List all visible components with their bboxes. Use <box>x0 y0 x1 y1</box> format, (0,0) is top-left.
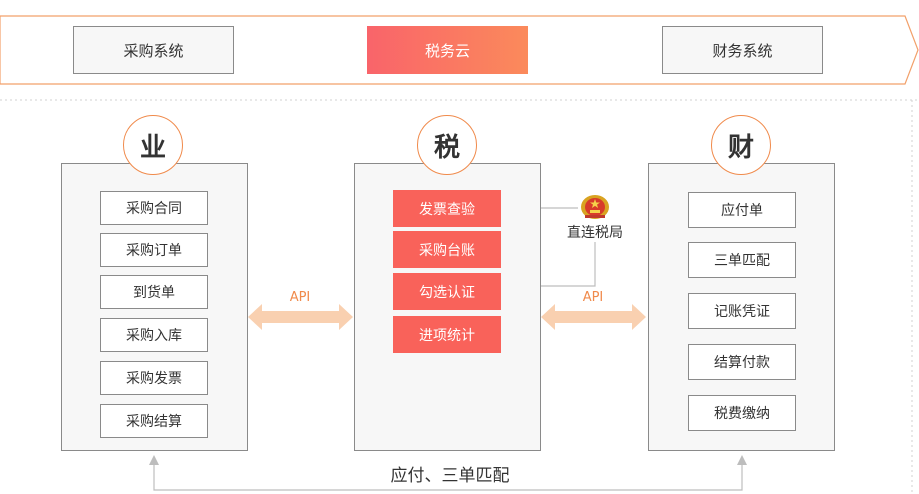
business-title: 业 <box>139 132 166 163</box>
business-item-delivery: 到货单 <box>100 275 208 309</box>
api-label-left: API <box>289 290 311 305</box>
item-label: 采购结算 <box>126 414 182 430</box>
tax-cloud-label: 税务云 <box>424 41 470 60</box>
tax-item-verify: 发票查验 <box>393 190 501 227</box>
item-label: 税费缴纳 <box>714 406 770 422</box>
finance-item-match: 三单匹配 <box>688 242 796 278</box>
api-label-right: API <box>582 290 604 305</box>
item-label: 采购入库 <box>126 328 182 344</box>
item-label: 采购台账 <box>419 242 475 259</box>
business-item-invoice: 采购发票 <box>100 361 208 395</box>
business-item-settlement: 采购结算 <box>100 404 208 438</box>
item-label: 发票查验 <box>419 201 475 218</box>
item-label: 进项统计 <box>419 327 475 344</box>
finance-circle: 财 <box>711 115 771 175</box>
item-label: 到货单 <box>133 285 175 301</box>
purchase-system-box: 采购系统 <box>73 26 234 74</box>
finance-system-box: 财务系统 <box>662 26 823 74</box>
finance-item-tax-payment: 税费缴纳 <box>688 395 796 431</box>
item-label: 应付单 <box>721 203 763 219</box>
tax-bureau-label: 直连税局 <box>567 225 623 241</box>
bottom-connector <box>153 462 743 491</box>
finance-item-voucher: 记账凭证 <box>688 293 796 329</box>
api-arrow-left <box>248 304 353 330</box>
bottom-arrowhead-left <box>149 455 159 465</box>
tax-item-stats: 进项统计 <box>393 316 501 353</box>
business-item-inbound: 采购入库 <box>100 318 208 352</box>
finance-title: 财 <box>727 132 754 163</box>
api-arrow-right <box>541 304 646 330</box>
tax-circle: 税 <box>417 115 477 175</box>
item-label: 三单匹配 <box>714 253 770 269</box>
purchase-system-label: 采购系统 <box>123 41 184 60</box>
item-label: 采购发票 <box>126 371 182 387</box>
tax-title: 税 <box>433 132 460 163</box>
tax-item-ledger: 采购台账 <box>393 231 501 268</box>
item-label: 记账凭证 <box>714 304 770 320</box>
business-circle: 业 <box>123 115 183 175</box>
bottom-flow-label: 应付、三单匹配 <box>390 466 510 486</box>
finance-system-label: 财务系统 <box>712 41 773 60</box>
finance-item-payment: 结算付款 <box>688 344 796 380</box>
item-label: 勾选认证 <box>419 284 475 301</box>
item-label: 结算付款 <box>714 355 770 371</box>
item-label: 采购合同 <box>126 201 182 217</box>
tax-item-certify: 勾选认证 <box>393 273 501 310</box>
item-label: 采购订单 <box>126 243 182 259</box>
finance-item-payable: 应付单 <box>688 192 796 228</box>
national-emblem-icon <box>581 195 609 219</box>
tax-cloud-box: 税务云 <box>367 26 528 74</box>
business-item-order: 采购订单 <box>100 233 208 267</box>
business-item-contract: 采购合同 <box>100 191 208 225</box>
bottom-arrowhead-right <box>737 455 747 465</box>
